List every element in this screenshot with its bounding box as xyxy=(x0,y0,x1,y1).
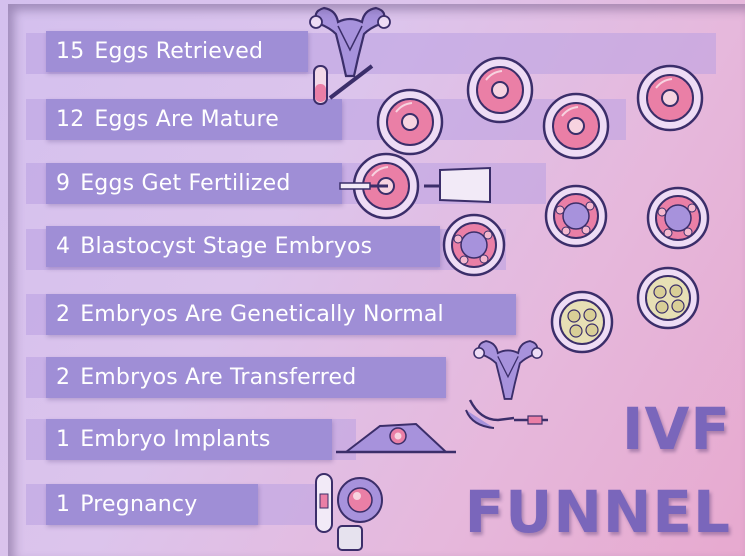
pregnancy-test-icon xyxy=(316,474,332,532)
title-line-2: FUNNEL xyxy=(465,478,731,546)
egg-cell-icon xyxy=(378,58,702,158)
embryo-icon xyxy=(552,268,698,352)
title-line-1: IVF xyxy=(622,395,731,463)
uterus-icon xyxy=(474,341,542,399)
endometrium-icon xyxy=(336,424,456,452)
catheter-icon xyxy=(466,400,548,428)
test-tube-icon xyxy=(314,66,372,104)
ultrasound-icon xyxy=(338,478,382,550)
